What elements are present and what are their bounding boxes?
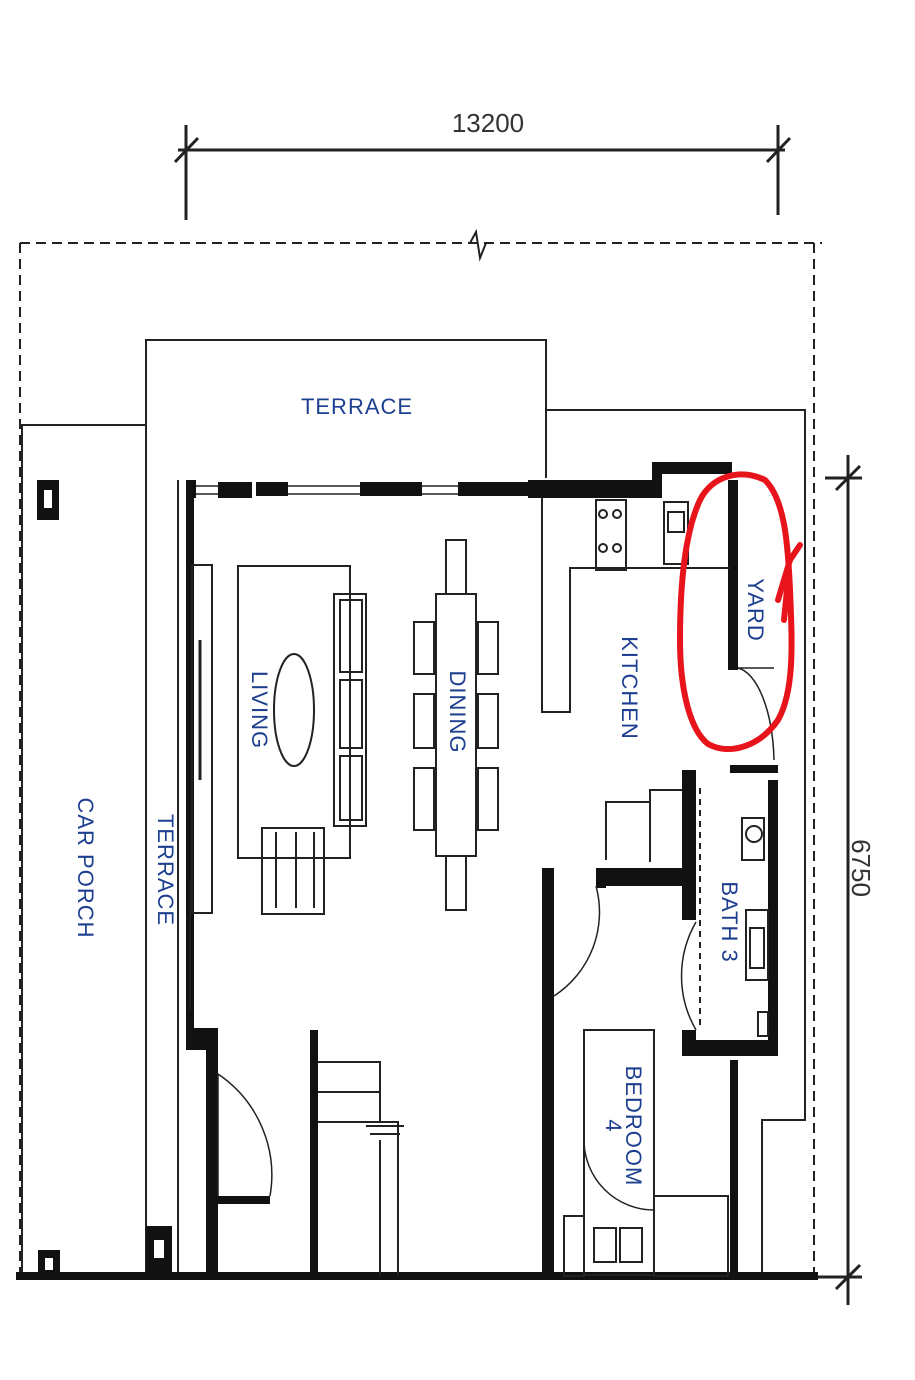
- room-label-kitchen: KITCHEN: [617, 636, 642, 740]
- interior-walls: [310, 480, 778, 1276]
- room-label-bedroom: BEDROOM: [621, 1066, 646, 1187]
- window-lines: [189, 485, 458, 1010]
- room-label-yard: YARD: [743, 578, 768, 642]
- door-swings: [217, 667, 775, 1211]
- exterior-walls: [16, 462, 818, 1280]
- room-label-terrace-top: TERRACE: [301, 394, 413, 419]
- depth-dimension: [815, 455, 862, 1305]
- boundary-break-mark: [469, 228, 487, 262]
- width-dimension-label: 13200: [452, 108, 524, 138]
- room-label-bath: BATH 3: [717, 881, 742, 962]
- room-label-living: LIVING: [247, 671, 272, 749]
- width-dimension: [173, 125, 792, 220]
- room-label-terrace-left: TERRACE: [153, 814, 178, 926]
- room-label-bedroom-number: 4: [601, 1119, 626, 1132]
- highlight-circle: [677, 471, 803, 753]
- outline-lines: [21, 339, 806, 1275]
- site-boundary: [19, 242, 822, 1282]
- depth-dimension-label: 6750: [846, 839, 876, 897]
- furniture: [191, 498, 769, 1277]
- room-label-dining: DINING: [445, 671, 470, 754]
- room-label-car-porch: CAR PORCH: [73, 797, 98, 938]
